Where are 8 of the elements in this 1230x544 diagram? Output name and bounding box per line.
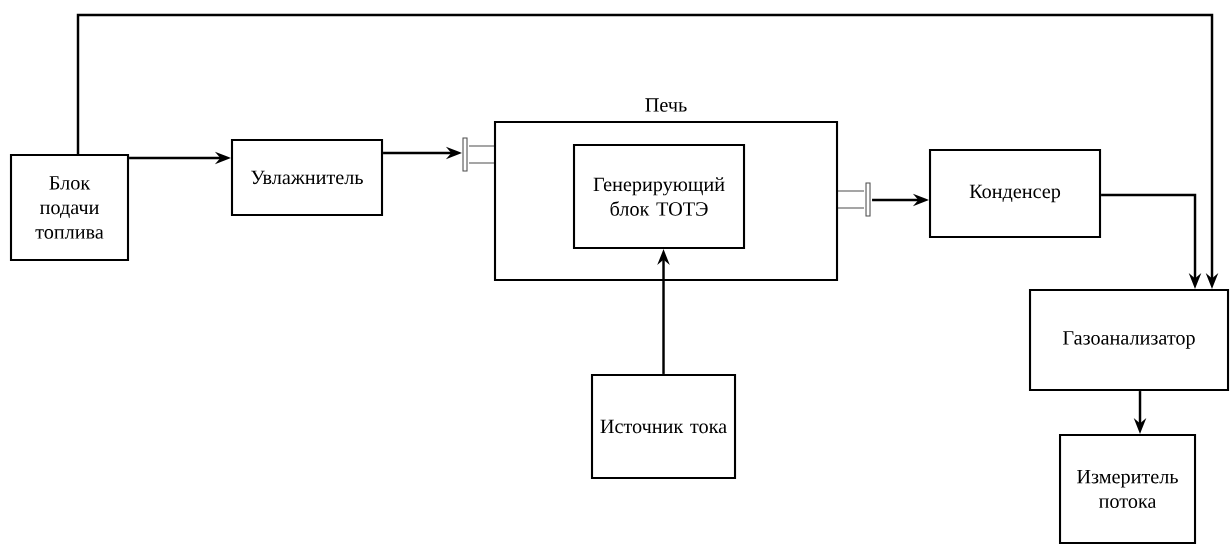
process-box: Конденсер	[928, 148, 1102, 239]
process-box: Блок подачи топлива	[9, 153, 130, 262]
process-box: Источник тока	[590, 373, 737, 480]
process-box: Увлажнитель	[230, 138, 384, 217]
node-label: Печь	[645, 98, 687, 112]
process-box: Газоанализатор	[1028, 288, 1230, 392]
process-box: Измеритель потока	[1058, 433, 1197, 544]
process-box: Генерирующий блок ТОТЭ	[572, 143, 746, 250]
